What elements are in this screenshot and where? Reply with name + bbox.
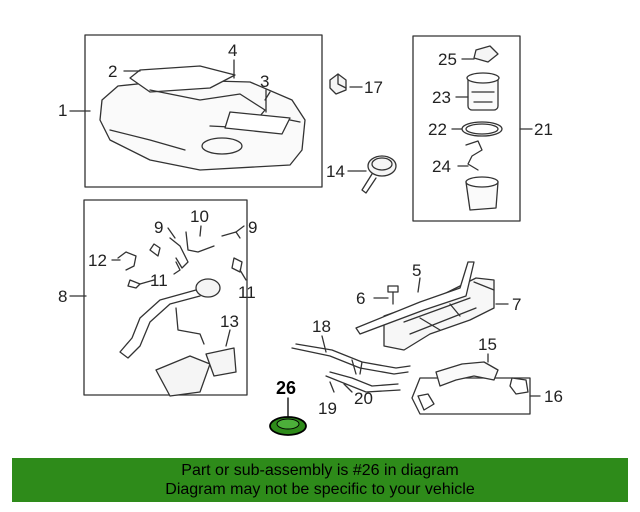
callout-8: 8 [58, 287, 67, 306]
callout-26-highlighted: 26 [276, 378, 296, 398]
callout-11a: 11 [150, 271, 168, 290]
hose-clamp-group[interactable] [411, 361, 531, 415]
callout-12: 12 [88, 251, 107, 270]
callout-14: 14 [326, 162, 345, 181]
callout-10: 10 [190, 207, 209, 226]
callout-7: 7 [512, 295, 521, 314]
filler-neck-group[interactable] [83, 199, 248, 397]
callout-21: 21 [534, 120, 553, 139]
callout-23: 23 [432, 88, 451, 107]
callout-9b: 9 [248, 218, 257, 237]
callout-18: 18 [312, 317, 331, 336]
callout-16: 16 [544, 387, 563, 406]
parts-diagram: 1 2 4 3 17 14 25 23 22 21 24 8 12 9 10 9… [58, 34, 563, 436]
callout-19: 19 [318, 399, 337, 418]
callout-17: 17 [364, 78, 383, 97]
callout-24: 24 [432, 157, 451, 176]
callout-3: 3 [260, 72, 269, 91]
callout-22: 22 [428, 120, 447, 139]
bolt-part-6[interactable] [387, 285, 399, 305]
callout-20: 20 [354, 389, 373, 408]
callout-6: 6 [356, 289, 365, 308]
gasket-part-26-highlighted[interactable] [269, 416, 307, 436]
grommet-part-17[interactable] [329, 73, 347, 95]
callout-9a: 9 [154, 218, 163, 237]
callout-13: 13 [220, 312, 239, 331]
fuel-tank-group[interactable] [84, 34, 323, 188]
bracket-part-5[interactable] [355, 261, 475, 335]
callout-1: 1 [58, 101, 67, 120]
callout-5: 5 [412, 261, 421, 280]
banner-line-2: Diagram may not be specific to your vehi… [165, 481, 475, 498]
callout-15: 15 [478, 335, 497, 354]
callout-25: 25 [438, 50, 457, 69]
callout-11b: 11 [238, 283, 256, 302]
fuel-cap-part-14[interactable] [361, 155, 397, 194]
banner-line-1: Part or sub-assembly is #26 in diagram [181, 462, 459, 479]
callout-2: 2 [108, 62, 117, 81]
part-info-banner: Part or sub-assembly is #26 in diagram D… [12, 458, 628, 502]
callout-4: 4 [228, 41, 237, 60]
tubes-part-18-20[interactable] [291, 343, 411, 393]
